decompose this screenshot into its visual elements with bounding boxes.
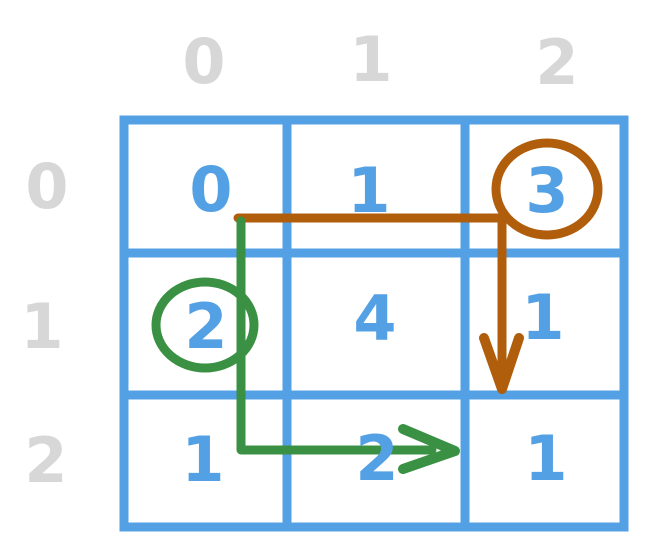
orange-arrow-shaft	[233, 213, 507, 385]
cell-r0-c0: 0	[189, 153, 233, 226]
column-header-1: 1	[349, 23, 393, 96]
column-header-2: 2	[535, 26, 579, 99]
column-header-0: 0	[182, 25, 226, 98]
cell-r2-c0: 1	[181, 423, 225, 496]
row-header-1: 1	[20, 290, 64, 363]
cell-r2-c2: 1	[524, 422, 568, 495]
green-circle-annotation	[151, 277, 259, 373]
cell-r1-c1: 4	[353, 282, 397, 355]
cell-r2-c1: 2	[355, 422, 399, 495]
cell-r0-c2: 3	[525, 154, 569, 227]
row-header-2: 2	[24, 424, 68, 497]
green-arrowhead-icon	[398, 424, 460, 474]
row-header-0: 0	[25, 150, 69, 223]
grid-outline	[119, 115, 629, 532]
cell-r1-c2: 1	[521, 281, 565, 354]
cell-r0-c1: 1	[347, 154, 391, 227]
cell-r1-c0: 2	[184, 290, 228, 363]
green-arrow-shaft	[236, 216, 437, 455]
orange-circle-annotation	[491, 138, 603, 240]
orange-arrowhead-icon	[479, 333, 524, 394]
grid-lines	[119, 115, 629, 532]
